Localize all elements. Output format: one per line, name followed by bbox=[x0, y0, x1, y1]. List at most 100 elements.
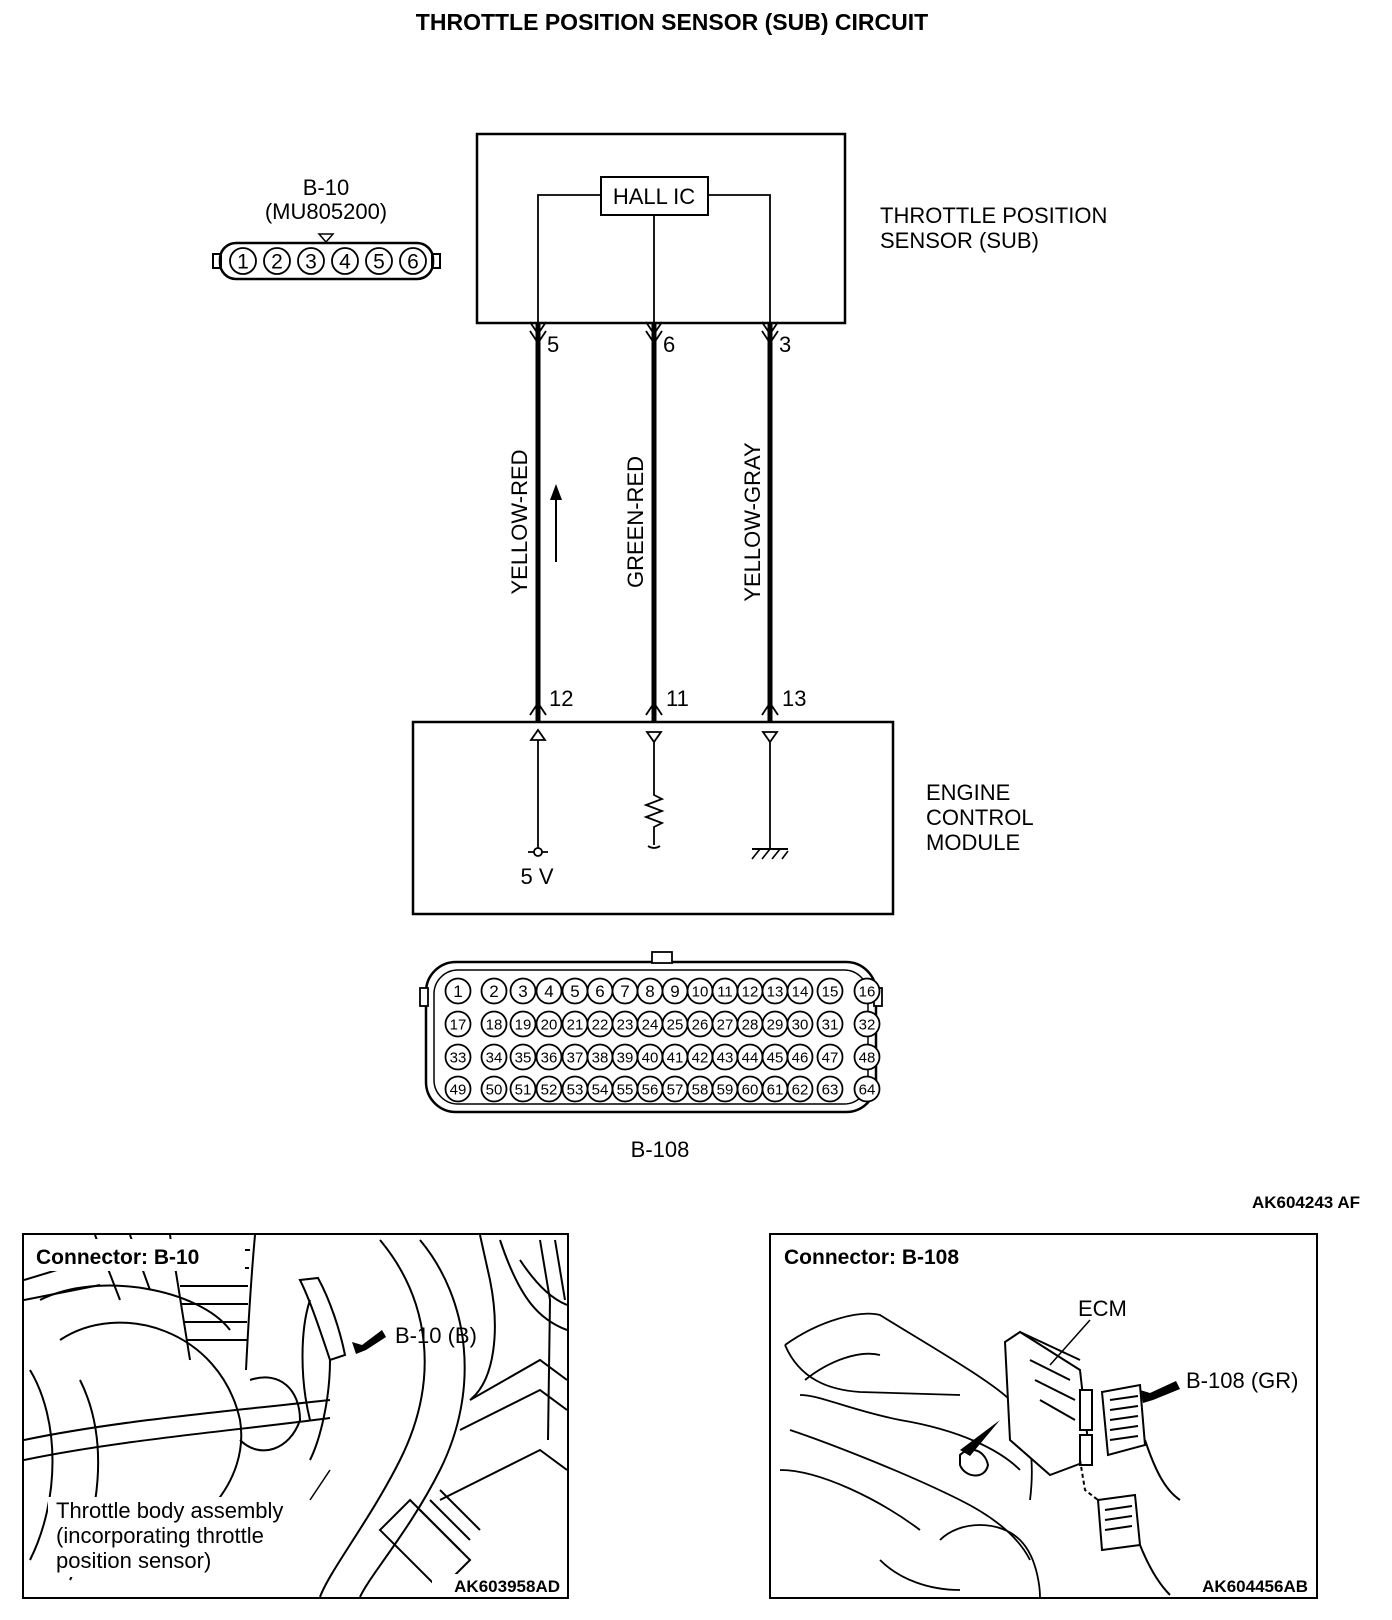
connector-b108-pin-44-label: 44 bbox=[742, 1049, 759, 1066]
wire-label-yellow-red: YELLOW-RED bbox=[507, 449, 532, 594]
connector-b108-pin-62-label: 62 bbox=[792, 1081, 809, 1098]
current-flow-arrowhead bbox=[550, 484, 562, 500]
ecm-pin-11-label: 11 bbox=[666, 686, 689, 711]
connector-b108-pin-45-label: 45 bbox=[767, 1049, 784, 1066]
photo-b10-title: Connector: B-10 bbox=[36, 1246, 199, 1269]
connector-b108-pin-51-label: 51 bbox=[515, 1081, 532, 1098]
connector-b108-pin-18-label: 18 bbox=[486, 1016, 503, 1033]
connector-b10-pin-2-circle bbox=[263, 247, 291, 275]
connector-b108-pin-32-label: 32 bbox=[859, 1016, 876, 1033]
photo-b108-title: Connector: B-108 bbox=[784, 1246, 959, 1269]
connector-b108-left-lock bbox=[419, 987, 429, 1007]
connector-b108-pin-48-circle bbox=[853, 1043, 881, 1071]
ground-icon bbox=[751, 848, 789, 860]
ecm-pin-13-label: 13 bbox=[782, 686, 806, 711]
sensor-block: HALL IC THROTTLE POSITION SENSOR (SUB) bbox=[475, 132, 1107, 325]
connector-b108-pin-34-label: 34 bbox=[486, 1049, 503, 1066]
connector-b108-pin-14-label: 14 bbox=[792, 983, 809, 1000]
ecm-unit-illustration bbox=[959, 1330, 1181, 1596]
connector-b108-pin-15-circle bbox=[816, 977, 844, 1005]
connector-b108-pin-25-label: 25 bbox=[667, 1016, 684, 1033]
connector-b108-pin-7-label: 7 bbox=[620, 982, 629, 1001]
photo-b10-callout-arrow bbox=[352, 1330, 386, 1354]
sensor-box bbox=[475, 132, 847, 325]
connector-b108-pin-27-label: 27 bbox=[717, 1016, 734, 1033]
connector-b10-pin-4-label: 4 bbox=[339, 251, 351, 274]
connector-b108-pin-56-label: 56 bbox=[642, 1081, 659, 1098]
connector-b108-pin-49-circle bbox=[444, 1075, 472, 1103]
connector-b108-pin-50-circle bbox=[480, 1075, 508, 1103]
photo-b10-leader-line bbox=[309, 1469, 331, 1501]
photo-b108-location-arrow bbox=[960, 1420, 1000, 1456]
ecm-box bbox=[411, 720, 895, 916]
connector-b108-pin-24-label: 24 bbox=[642, 1016, 659, 1033]
connector-b10-key-mark bbox=[317, 233, 335, 244]
photo-panel-b108: Connector: B-108 ECM bbox=[769, 1233, 1318, 1599]
sensor-pin-5-terminal bbox=[529, 321, 547, 345]
connector-b10-pin-6-label: 6 bbox=[407, 251, 419, 274]
connector-b108-pin-20-circle bbox=[535, 1010, 563, 1038]
photo-b108-callout: B-108 (GR) bbox=[1186, 1368, 1298, 1393]
hall-ic-internal-wiring bbox=[537, 194, 771, 322]
connector-b108-pin-15-label: 15 bbox=[822, 983, 839, 1000]
connector-b10-pin-5-circle bbox=[365, 247, 393, 275]
connector-b108-pin-62-circle bbox=[786, 1075, 814, 1103]
connector-b108-pin-42-label: 42 bbox=[692, 1049, 709, 1066]
connector-b108-pin-16-circle bbox=[853, 977, 881, 1005]
connector-b10-pin-1-label: 1 bbox=[237, 251, 249, 274]
photo-b10-title-bg bbox=[30, 1239, 245, 1271]
connector-b108-pin-20-label: 20 bbox=[541, 1016, 558, 1033]
ecm-pin-11-terminal bbox=[645, 701, 663, 716]
connector-b108-pin-12-label: 12 bbox=[742, 983, 759, 1000]
connector-b108-pin-35-label: 35 bbox=[515, 1049, 532, 1066]
wire-label-green-red: GREEN-RED bbox=[623, 456, 648, 588]
ecm-pin-12-terminal bbox=[529, 701, 547, 716]
connector-b108-pin-3-circle bbox=[509, 977, 537, 1005]
connector-b108-pin-19-label: 19 bbox=[515, 1016, 532, 1033]
connector-b108-pin-26-label: 26 bbox=[692, 1016, 709, 1033]
connector-b108-pin-37-label: 37 bbox=[567, 1049, 584, 1066]
connector-b108-pin-39-label: 39 bbox=[617, 1049, 634, 1066]
diagram-title: THROTTLE POSITION SENSOR (SUB) CIRCUIT bbox=[416, 9, 928, 35]
connector-b108-pin-57-label: 57 bbox=[667, 1081, 684, 1098]
photo-panel-b10: Connector: B-10 B-10 (B) Throttle body a… bbox=[22, 1233, 569, 1599]
connector-b10-pin-6-circle bbox=[399, 247, 427, 275]
photo-b10-note-line3: position sensor) bbox=[56, 1548, 211, 1573]
sensor-pin-3-label: 3 bbox=[779, 332, 791, 357]
sensor-pin-5-label: 5 bbox=[547, 332, 559, 357]
sensor-label-line2: SENSOR (SUB) bbox=[880, 228, 1039, 253]
connector-b108-pin-1-circle bbox=[444, 977, 472, 1005]
wire-harness: 5 6 3 YELLOW-RED GREEN-RED YELLOW-GRAY 1… bbox=[507, 321, 806, 721]
connector-b10-part-number: (MU805200) bbox=[265, 199, 387, 224]
sensor-pin-6-label: 6 bbox=[663, 332, 675, 357]
photo-b10-code: AK603958AD bbox=[454, 1577, 560, 1596]
ecm-label-line1: ENGINE bbox=[926, 780, 1010, 805]
connector-b108-pin-60-label: 60 bbox=[742, 1081, 759, 1098]
connector-b108-pin-17-circle bbox=[444, 1010, 472, 1038]
connector-b108-pin-21-label: 21 bbox=[567, 1016, 584, 1033]
connector-b108-pin-22-label: 22 bbox=[592, 1016, 609, 1033]
connector-b108-key bbox=[651, 951, 673, 964]
connector-b108-pin-11-label: 11 bbox=[717, 983, 733, 1000]
photo-b10-note-bg bbox=[48, 1497, 310, 1577]
connector-b108-pin-49-label: 49 bbox=[450, 1081, 467, 1098]
photo-b108-callout-arrow bbox=[1140, 1381, 1180, 1403]
ecm-resistor bbox=[643, 742, 665, 849]
connector-b108-pin-64-circle bbox=[853, 1075, 881, 1103]
connector-b108-pin-29-label: 29 bbox=[767, 1016, 784, 1033]
photo-b10-callout: B-10 (B) bbox=[395, 1323, 477, 1348]
connector-b108-pin-1-label: 1 bbox=[453, 982, 462, 1001]
connector-b108-pin-13-label: 13 bbox=[767, 983, 784, 1000]
connector-b108-pin-10-label: 10 bbox=[692, 983, 709, 1000]
connector-b108-pin-54-label: 54 bbox=[592, 1081, 609, 1098]
sensor-pin-3-terminal bbox=[761, 321, 779, 345]
connector-b108-pin-40-label: 40 bbox=[642, 1049, 659, 1066]
ecm-5v-terminal bbox=[533, 847, 543, 857]
connector-b108-pin-18-circle bbox=[480, 1010, 508, 1038]
connector-b10-pin-3-circle bbox=[297, 247, 325, 275]
connector-b108-outer bbox=[424, 960, 878, 1114]
ecm-input-13-arrow bbox=[761, 731, 779, 744]
connector-b10-pin-5-label: 5 bbox=[373, 251, 385, 274]
connector-b108-id: B-108 bbox=[631, 1137, 690, 1162]
